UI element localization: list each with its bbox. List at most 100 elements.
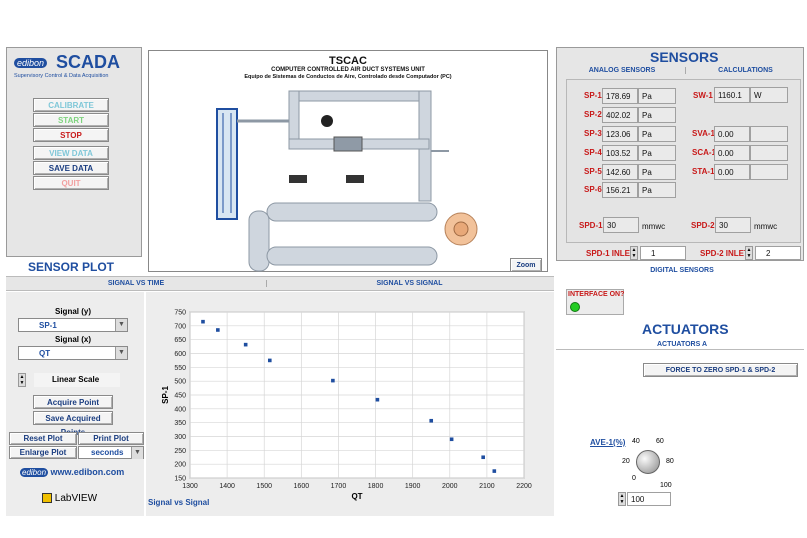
edibon-link[interactable]: edibon www.edibon.com <box>20 467 124 477</box>
sensor-label: SP-3 <box>584 129 602 138</box>
tab-calculations[interactable]: CALCULATIONS <box>685 67 805 74</box>
save-data-button[interactable]: SAVE DATA <box>33 161 109 175</box>
chevron-down-icon[interactable]: ▼ <box>115 319 127 331</box>
knob-tick-40: 40 <box>632 438 640 445</box>
ave1-value[interactable]: 100 <box>627 492 671 506</box>
signal-y-label: Signal (y) <box>55 307 92 316</box>
sensor-unit: Pa <box>638 107 676 123</box>
y-tick-label: 450 <box>174 393 186 400</box>
knob-tick-0: 0 <box>632 475 636 482</box>
quit-button[interactable]: QUIT <box>33 176 109 190</box>
sensor-unit: Pa <box>638 126 676 142</box>
chevron-down-icon[interactable]: ▼ <box>131 447 143 459</box>
y-tick-label: 350 <box>174 420 186 427</box>
calc-unit-blank <box>750 164 788 180</box>
y-axis-label: SP-1 <box>161 386 170 404</box>
calc-value: 0.00 <box>714 126 750 142</box>
stop-button[interactable]: STOP <box>33 128 109 142</box>
zoom-button[interactable]: Zoom <box>510 258 542 272</box>
ave1-stepper[interactable]: ▲▼ <box>618 492 626 506</box>
app-title: SCADA <box>56 52 121 72</box>
start-button[interactable]: START <box>33 113 109 127</box>
data-point <box>492 469 497 473</box>
y-tick-label: 300 <box>174 434 186 441</box>
save-points-button[interactable]: Save Acquired Points <box>33 411 113 437</box>
sensor-label: SP-6 <box>584 185 602 194</box>
tab-analog-sensors[interactable]: ANALOG SENSORS <box>588 67 656 74</box>
sensor-value: 156.21 <box>602 182 638 198</box>
data-point <box>449 437 454 442</box>
data-point <box>331 378 335 383</box>
interface-label: INTERFACE ON? <box>568 291 625 298</box>
tab-signal-vs-time[interactable]: SIGNAL VS TIME <box>107 280 165 287</box>
tab-signal-vs-signal[interactable]: SIGNAL VS SIGNAL <box>266 280 552 287</box>
sensor-value: 123.06 <box>602 126 638 142</box>
spd1-inlet-value[interactable]: 1 <box>640 246 686 260</box>
actuators-a-tab[interactable]: ACTUATORS A <box>656 341 708 348</box>
reset-plot-button[interactable]: Reset Plot <box>9 432 77 445</box>
spd1-unit: mmwc <box>642 222 666 231</box>
knob-tick-60: 60 <box>656 438 664 445</box>
x-tick-label: 1800 <box>368 483 384 490</box>
plot-footer-label: Signal vs Signal <box>148 498 210 507</box>
diagram-subtitle-es: Equipo de Sistemas de Conductos de Aire,… <box>244 74 452 80</box>
print-plot-button[interactable]: Print Plot <box>78 432 144 445</box>
spd2-inlet-value[interactable]: 2 <box>755 246 801 260</box>
calc-unit-blank <box>750 145 788 161</box>
sensor-label: SP-2 <box>584 110 602 119</box>
x-tick-label: 1700 <box>331 483 347 490</box>
time-unit-select[interactable]: seconds ▼ <box>78 446 144 459</box>
signal-y-select[interactable]: SP-1 ▼ <box>18 318 128 332</box>
calc-value: 0.00 <box>714 164 750 180</box>
x-tick-label: 2000 <box>442 483 458 490</box>
spd2-value: 30 <box>715 217 751 233</box>
spd2-inlet-stepper[interactable]: ▲▼ <box>745 246 753 260</box>
data-point <box>375 397 380 402</box>
data-point <box>216 328 220 332</box>
sw1-unit: W <box>750 87 788 103</box>
sensor-unit: Pa <box>638 182 676 198</box>
website-url: www.edibon.com <box>50 467 125 477</box>
y-tick-label: 700 <box>174 323 186 330</box>
acquire-point-button[interactable]: Acquire Point <box>33 395 113 409</box>
process-diagram: TSCAC COMPUTER CONTROLLED AIR DUCT SYSTE… <box>148 50 548 272</box>
labview-logo: LabVIEW <box>42 493 97 504</box>
sensor-unit: Pa <box>638 88 676 104</box>
sensor-label: SP-4 <box>584 148 602 157</box>
sensor-label: SP-5 <box>584 167 602 176</box>
y-tick-label: 400 <box>174 406 186 413</box>
chevron-down-icon[interactable]: ▼ <box>115 347 127 359</box>
sensor-readings-box <box>566 79 801 243</box>
interface-led[interactable] <box>570 302 580 312</box>
view-data-button[interactable]: VIEW DATA <box>33 146 109 160</box>
data-point <box>243 342 248 347</box>
spd1-inlet-label: SPD-1 INLET <box>586 249 635 258</box>
calc-label: SCA-1 <box>692 148 717 157</box>
force-zero-button[interactable]: FORCE TO ZERO SPD-1 & SPD-2 <box>643 363 798 377</box>
brand-logo: edibon <box>14 58 48 68</box>
spd1-value: 30 <box>603 217 639 233</box>
spd1-label: SPD-1 <box>579 221 603 230</box>
spd1-inlet-stepper[interactable]: ▲▼ <box>630 246 638 260</box>
sensor-value: 402.02 <box>602 107 638 123</box>
data-point <box>201 319 205 324</box>
sensor-value: 103.52 <box>602 145 638 161</box>
logo: edibon SCADA Supervisory Control & Data … <box>14 52 124 82</box>
sensor-label: SP-1 <box>584 91 602 100</box>
scale-select[interactable]: Linear Scale <box>34 373 120 387</box>
sw1-value: 1160.1 <box>714 87 750 103</box>
knob-tick-100: 100 <box>660 482 672 489</box>
calc-label: SVA-1 <box>692 129 715 138</box>
scale-stepper-icon[interactable]: ▲▼ <box>18 373 26 387</box>
diagram-title: TSCAC <box>329 55 367 67</box>
x-tick-label: 2100 <box>479 483 495 490</box>
y-tick-label: 150 <box>174 476 186 483</box>
spd2-inlet-label: SPD-2 INLET <box>700 249 749 258</box>
ave1-knob[interactable] <box>636 450 660 474</box>
labview-icon <box>42 493 52 504</box>
calibrate-button[interactable]: CALIBRATE <box>33 98 109 112</box>
signal-x-value: QT <box>39 349 51 358</box>
enlarge-plot-button[interactable]: Enlarge Plot <box>9 446 77 459</box>
labview-text: LabVIEW <box>54 493 98 504</box>
signal-x-select[interactable]: QT ▼ <box>18 346 128 360</box>
